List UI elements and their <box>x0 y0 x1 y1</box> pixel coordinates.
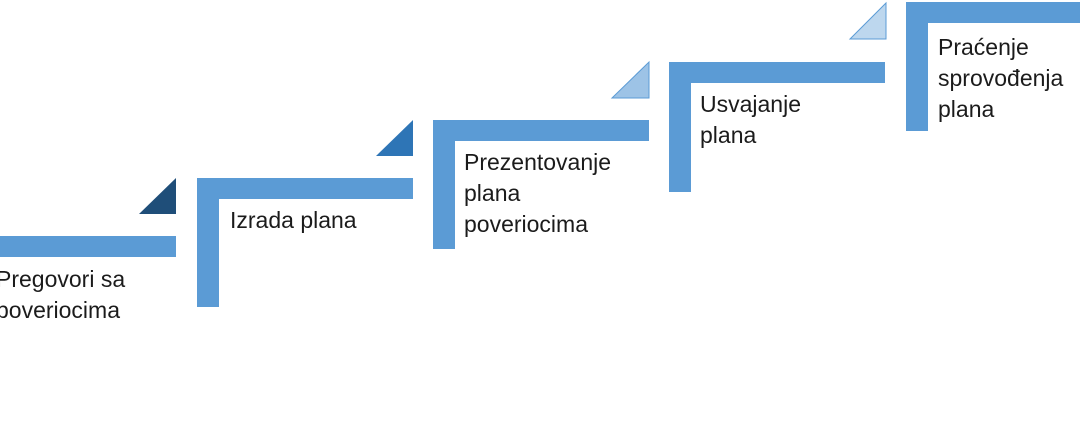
step-3-arrow <box>610 60 650 99</box>
step-1-label: Pregovori sa poveriocima <box>0 266 126 323</box>
step-4-arrow <box>848 1 887 40</box>
step-5-shape <box>906 2 1080 131</box>
step-1-arrow <box>139 178 176 214</box>
step-1-shape <box>0 178 176 257</box>
step-3-post <box>433 120 455 249</box>
step-2-post <box>197 178 219 307</box>
step-4-post <box>669 62 691 192</box>
step-2-shape <box>197 120 413 307</box>
step-1-bar <box>0 236 176 257</box>
step-2-label: Izrada plana <box>230 207 357 233</box>
step-4-shape <box>669 1 887 192</box>
step-5-bar <box>906 2 1080 23</box>
step-5-post <box>906 2 928 131</box>
step-4-bar <box>669 62 885 83</box>
step-3-label: Prezentovanje plana poveriocima <box>464 149 612 237</box>
step-5-label: Praćenje sprovođenja plana <box>938 34 1064 122</box>
step-4-label: Usvajanje plana <box>700 91 801 148</box>
step-2-arrow <box>376 120 413 156</box>
step-3-shape <box>433 60 650 249</box>
step-2-bar <box>197 178 413 199</box>
step-3-bar <box>433 120 649 141</box>
